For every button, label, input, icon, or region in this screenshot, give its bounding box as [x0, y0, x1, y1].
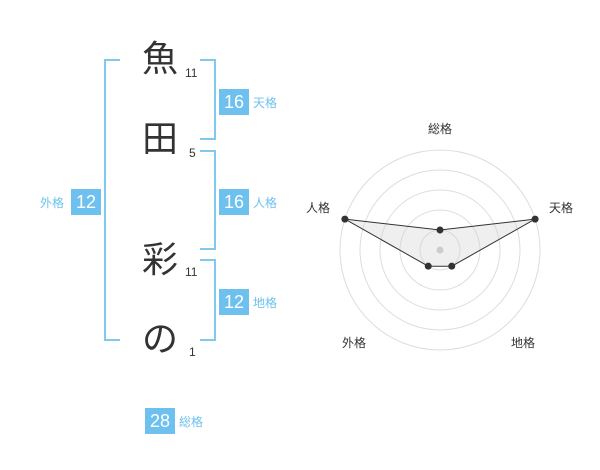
radar-chart [339, 149, 541, 351]
radar-point-1 [436, 226, 444, 234]
radar-point-3 [448, 262, 456, 270]
name-char-2-strokes: 5 [189, 146, 196, 160]
chikaku-value: 12 [219, 289, 249, 315]
radar-ring-4 [359, 169, 521, 331]
tenkaku-value: 16 [219, 89, 249, 115]
radar-point-2 [531, 215, 539, 223]
name-char-2: 田 [141, 119, 178, 160]
jinkaku-bracket [200, 150, 216, 250]
tenkaku-label: 天格 [253, 96, 278, 110]
chikaku-bracket [200, 259, 216, 341]
name-char-4-strokes: 1 [189, 345, 196, 359]
radar-data-polygon [344, 218, 536, 267]
gaikaku-bracket [104, 59, 120, 341]
radar-axis-label-gaikaku: 外格 [342, 336, 367, 350]
radar-point-4 [424, 262, 432, 270]
jinkaku-value: 16 [219, 189, 249, 215]
soukaku-label: 総格 [179, 415, 204, 429]
radar-axis-label-tenkaku: 天格 [549, 201, 574, 215]
tenkaku-bracket [200, 59, 216, 140]
name-char-1-strokes: 11 [185, 66, 198, 80]
radar-point-5 [341, 215, 349, 223]
radar-axis-label-jinkaku: 人格 [306, 201, 331, 215]
radar-axis-label-chikaku: 地格 [511, 336, 536, 350]
soukaku-value: 28 [145, 408, 175, 434]
radar-ring-5 [339, 149, 541, 351]
radar-ring-3 [379, 189, 501, 311]
name-char-4: の [141, 319, 178, 360]
gaikaku-label: 外格 [40, 196, 65, 210]
jinkaku-label: 人格 [253, 196, 278, 210]
name-char-3-strokes: 11 [185, 265, 198, 279]
name-char-1: 魚 [141, 39, 178, 80]
name-char-3: 彩 [141, 240, 178, 281]
gaikaku-value: 12 [71, 189, 101, 215]
radar-center-dot [436, 246, 444, 254]
chikaku-label: 地格 [253, 296, 278, 310]
radar-axis-label-soukaku: 総格 [428, 122, 453, 136]
